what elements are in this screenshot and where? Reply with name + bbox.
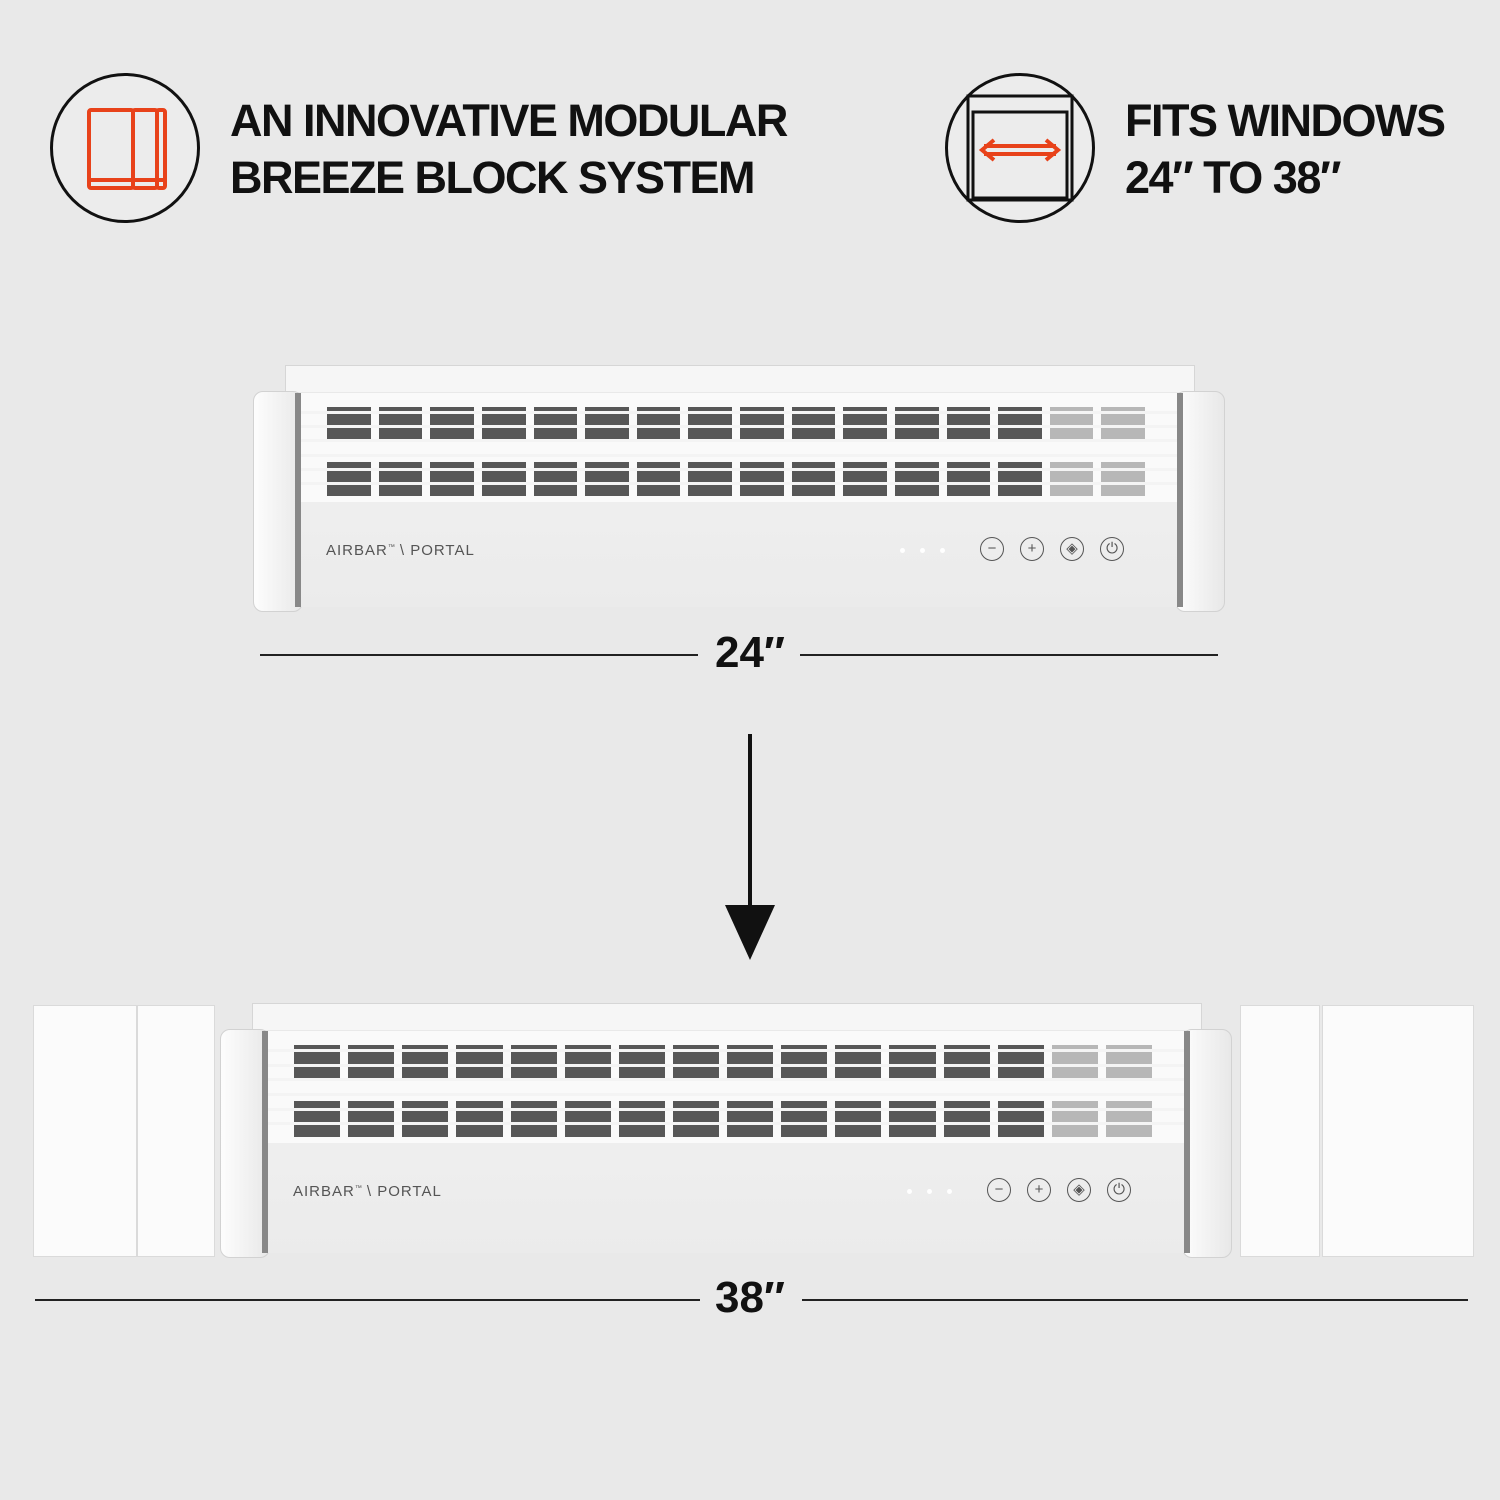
grille-slot (430, 461, 474, 496)
dimension-label-38: 38″ (714, 1273, 786, 1322)
airbar-portal-24in: AIRBAR™\ PORTAL −+ ◈ ⏻ (253, 365, 1225, 612)
brand-name: AIRBAR (293, 1183, 355, 1200)
grille-louver (268, 1063, 1184, 1067)
grille-slot (1051, 1101, 1098, 1137)
top-lid (252, 1003, 1202, 1030)
grille-slot (889, 1101, 936, 1137)
air-grille (301, 393, 1177, 502)
status-led (947, 1189, 952, 1194)
grille-slot (510, 1101, 557, 1137)
grille-slot (740, 461, 784, 496)
grille-slot (402, 1101, 449, 1137)
grille-louver (301, 453, 1177, 457)
grille-slot (997, 1101, 1044, 1137)
grille-louver (268, 1122, 1184, 1126)
fan-plus-button[interactable]: + (1027, 1178, 1051, 1202)
power-button[interactable]: ⏻ (1107, 1178, 1131, 1202)
window-width-icon (945, 73, 1095, 223)
airbar-portal-38in: AIRBAR™\ PORTAL −+ ◈ ⏻ (220, 1003, 1232, 1258)
dimension-line-right (800, 654, 1218, 656)
trademark: ™ (354, 1185, 363, 1192)
grille-louver (301, 425, 1177, 429)
grille-slot (781, 1101, 828, 1137)
dimension-line-left (35, 1299, 700, 1301)
modular-blocks-icon (50, 73, 200, 223)
grille-slot (688, 461, 732, 496)
grille-louver (268, 1107, 1184, 1111)
feature-title-line1: FITS WINDOWS (1125, 95, 1446, 146)
fan-minus-button[interactable]: − (980, 537, 1004, 561)
feature-title-line2: 24″ TO 38″ (1125, 152, 1341, 203)
model-name: \ PORTAL (366, 1183, 442, 1200)
grille-louver (301, 481, 1177, 485)
grille-slot (456, 1101, 503, 1137)
trademark: ™ (387, 544, 396, 551)
grille-louver (268, 1078, 1184, 1082)
grille-louver (268, 1049, 1184, 1052)
grille-slot (1105, 1101, 1152, 1137)
fan-plus-button[interactable]: + (1020, 537, 1044, 561)
status-led (900, 548, 905, 553)
status-led (940, 548, 945, 553)
grille-slot (585, 461, 629, 496)
grille-slot (533, 461, 578, 496)
grille-louver (301, 439, 1177, 443)
grille-slot (843, 461, 887, 496)
grille-slot (894, 461, 939, 496)
front-panel: AIRBAR™\ PORTAL −+ ◈ ⏻ (295, 393, 1183, 607)
grille-louver (268, 1093, 1184, 1096)
grille-louver (301, 411, 1177, 414)
status-led (920, 548, 925, 553)
feature-title-line1: AN INNOVATIVE MODULAR (230, 95, 788, 146)
grille-slot (1049, 461, 1094, 496)
dimension-line-right (802, 1299, 1468, 1301)
grille-slot (943, 1101, 990, 1137)
grille-slot (618, 1101, 665, 1137)
grille-slot (636, 461, 681, 496)
brand-label: AIRBAR™\ PORTAL (326, 542, 475, 559)
extender-block (137, 1005, 215, 1257)
brand-label: AIRBAR™\ PORTAL (293, 1183, 442, 1200)
mode-button[interactable]: ◈ (1067, 1178, 1091, 1202)
extender-block (1240, 1005, 1320, 1257)
air-grille (268, 1031, 1184, 1143)
power-button[interactable]: ⏻ (1100, 537, 1124, 561)
dimension-line-left (260, 654, 698, 656)
status-led (907, 1189, 912, 1194)
side-cap-right (1175, 391, 1225, 612)
grille-slot (378, 461, 423, 496)
grille-slot (481, 461, 526, 496)
grille-slot (672, 1101, 719, 1137)
grille-slot (791, 461, 836, 496)
arrow-down-icon (725, 734, 775, 960)
brand-name: AIRBAR (326, 542, 388, 559)
grille-slot (998, 461, 1042, 496)
grille-slot (835, 1101, 882, 1137)
grille-slot (946, 461, 991, 496)
side-cap-right (1182, 1029, 1232, 1258)
grille-slot (727, 1101, 774, 1137)
grille-slot (327, 461, 371, 496)
model-name: \ PORTAL (399, 542, 475, 559)
grille-slot (1101, 461, 1145, 496)
extender-block (1322, 1005, 1474, 1257)
grille-slot (348, 1101, 395, 1137)
mode-button[interactable]: ◈ (1060, 537, 1084, 561)
side-cap-left (220, 1029, 270, 1258)
status-led (927, 1189, 932, 1194)
grille-slot (294, 1101, 341, 1137)
grille-louver (301, 467, 1177, 471)
feature-title-line2: BREEZE BLOCK SYSTEM (230, 152, 756, 203)
top-lid (285, 365, 1195, 392)
grille-slot (564, 1101, 611, 1137)
side-cap-left (253, 391, 303, 612)
dimension-label-24: 24″ (714, 628, 786, 677)
fan-minus-button[interactable]: − (987, 1178, 1011, 1202)
extender-block (33, 1005, 137, 1257)
front-panel: AIRBAR™\ PORTAL −+ ◈ ⏻ (262, 1031, 1190, 1253)
